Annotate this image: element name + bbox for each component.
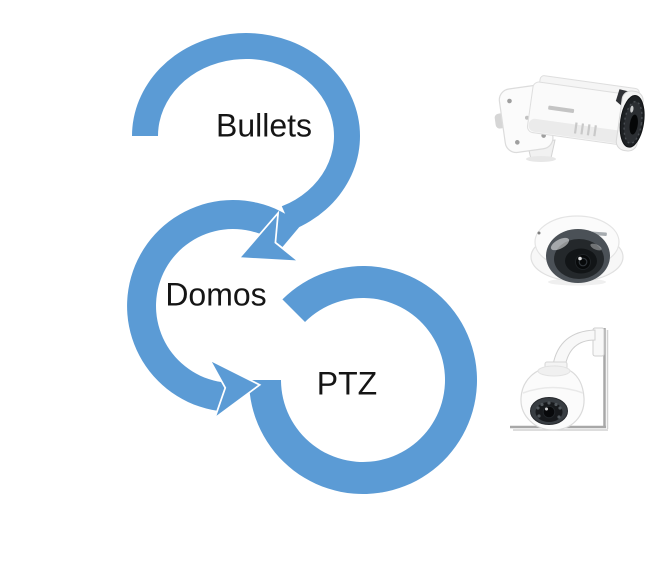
bullets-arrow — [237, 210, 302, 263]
dome-camera-image — [530, 215, 624, 286]
bullet-camera-illustration — [494, 75, 645, 162]
label-domos: Domos — [165, 276, 267, 313]
label-ptz: PTZ — [316, 365, 378, 402]
dome-camera-illustration — [530, 215, 624, 286]
label-bullets: Bullets — [215, 107, 313, 144]
domos-ring — [127, 200, 302, 412]
bullet-camera-image — [494, 75, 645, 162]
domos-arrow — [207, 357, 262, 421]
ptz-camera-image — [510, 327, 609, 431]
ptz-camera-illustration — [510, 327, 609, 431]
